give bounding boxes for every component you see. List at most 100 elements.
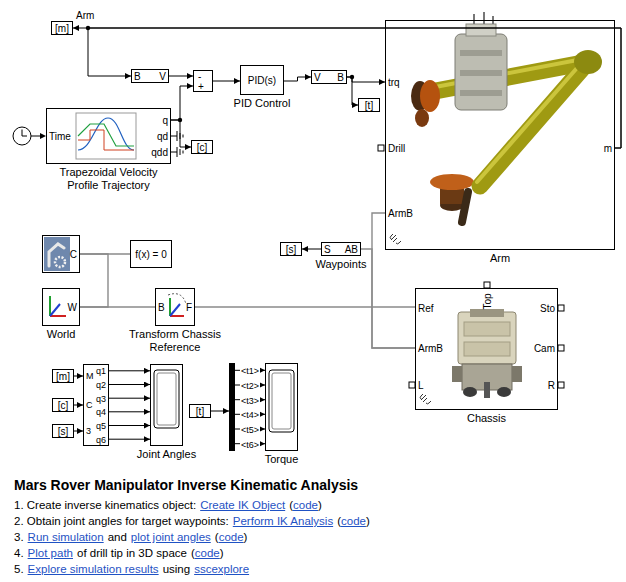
block-text: B bbox=[337, 72, 344, 83]
block-text: <t6> bbox=[240, 440, 260, 450]
note-text: 5. bbox=[14, 563, 24, 575]
signal-line bbox=[347, 77, 385, 82]
scope-block: Torque bbox=[265, 363, 298, 451]
block-text: C bbox=[70, 249, 77, 260]
physical-connection bbox=[195, 306, 415, 307]
block-text: q3 bbox=[96, 394, 106, 404]
terminator-symbol bbox=[180, 149, 181, 155]
note-text: 2. Obtain joint angles for target waypoi… bbox=[14, 515, 229, 527]
rover-chassis-illustration bbox=[452, 366, 462, 382]
rover-chassis-illustration bbox=[558, 345, 564, 351]
bus-block: VB bbox=[311, 70, 347, 84]
hyperlink: plot joint angles bbox=[131, 531, 211, 543]
terminator-symbol bbox=[171, 152, 177, 153]
robot-arm-illustration bbox=[460, 70, 502, 76]
signal-line bbox=[88, 28, 621, 148]
block-text: + bbox=[198, 81, 204, 92]
instruction-line: 2. Obtain joint angles for target waypoi… bbox=[14, 513, 614, 529]
clock-symbol bbox=[13, 127, 46, 145]
block-text: V bbox=[314, 72, 321, 83]
trajectory-plot-icon bbox=[76, 113, 136, 159]
block-text: [m] bbox=[56, 371, 70, 382]
scope-display bbox=[154, 370, 179, 428]
world-block: WWorld bbox=[42, 288, 80, 326]
signal-line bbox=[74, 376, 83, 377]
signal-line bbox=[109, 425, 150, 426]
scope-display bbox=[269, 370, 294, 432]
physical-connection bbox=[80, 306, 155, 307]
block-text: [t] bbox=[365, 100, 373, 111]
clock-symbol bbox=[22, 136, 27, 137]
from-tag: [c] bbox=[52, 398, 74, 412]
instruction-line: 4.Plot pathof drill tip in 3D space(code… bbox=[14, 545, 614, 561]
block-text: S bbox=[324, 244, 331, 255]
block-text: m bbox=[604, 143, 612, 154]
scope-display bbox=[157, 373, 176, 425]
block-text: <t4> bbox=[240, 410, 260, 420]
block-text: PID(s) bbox=[248, 75, 276, 86]
block-text: q2 bbox=[96, 380, 106, 390]
transform-block: BFTransform Chassis Reference bbox=[155, 288, 195, 326]
note-text: 4. bbox=[14, 547, 24, 559]
terminator-symbol bbox=[177, 131, 178, 141]
block-text: C bbox=[86, 400, 93, 410]
transform-icon bbox=[170, 304, 180, 316]
hyperlink: code bbox=[219, 531, 244, 543]
block-text: Trapezoidal Velocity Profile Trajectory bbox=[49, 166, 169, 192]
bus-selector-bar: <t1><t2><t3><t4><t5><t6> bbox=[229, 363, 235, 451]
block-text: Drill bbox=[388, 143, 405, 154]
block-text: [m] bbox=[55, 23, 69, 34]
hyperlink: Perform IK Analysis bbox=[233, 515, 333, 527]
terminator-symbol bbox=[171, 136, 177, 137]
signal-line bbox=[171, 86, 193, 120]
bus-block: BV bbox=[131, 69, 169, 83]
block-text: qdd bbox=[151, 147, 168, 158]
block-text: Joint Angles bbox=[137, 448, 196, 461]
rover-chassis-illustration bbox=[558, 382, 564, 388]
robot-arm-illustration bbox=[574, 50, 602, 74]
solver-config-icon bbox=[44, 237, 70, 271]
robot-arm-illustration bbox=[455, 34, 507, 110]
signal-line bbox=[169, 76, 193, 77]
block-text: B bbox=[158, 302, 165, 313]
hyperlink: Explore simulation results bbox=[28, 563, 159, 575]
robot-arm-illustration bbox=[378, 12, 602, 244]
block-text: World bbox=[47, 328, 76, 341]
note-text: 3. bbox=[14, 531, 24, 543]
block-text: q4 bbox=[96, 407, 106, 417]
signal-line bbox=[213, 81, 240, 82]
block-text: [c] bbox=[197, 142, 208, 153]
signal-label: Arm bbox=[76, 10, 94, 21]
waypoints-block: SABWaypoints bbox=[321, 242, 361, 256]
note-text: ) bbox=[220, 547, 224, 559]
robot-arm-illustration bbox=[415, 109, 429, 127]
rover-chassis-illustration bbox=[470, 309, 504, 317]
robot-arm-illustration bbox=[460, 90, 502, 96]
robot-arm-illustration bbox=[460, 50, 502, 56]
block-text: qd bbox=[157, 131, 168, 142]
block-text: M bbox=[86, 371, 94, 381]
robot-arm-illustration bbox=[390, 234, 401, 244]
note-text: using bbox=[163, 563, 191, 575]
signal-line bbox=[302, 249, 321, 250]
block-text: V bbox=[159, 71, 166, 82]
trajectory-block: TimeqqdqddTrapezoidal Velocity Profile T… bbox=[46, 108, 171, 164]
pid-block: PID(s)PID Control bbox=[240, 65, 284, 95]
signal-line bbox=[109, 384, 150, 385]
robot-arm-illustration bbox=[483, 12, 485, 24]
block-text: L bbox=[418, 380, 424, 391]
instruction-line: 5.Explore simulation resultsusingsscexpl… bbox=[14, 561, 614, 577]
block-text: <t2> bbox=[240, 381, 260, 391]
robot-arm-illustration bbox=[473, 14, 475, 24]
rover-chassis-illustration bbox=[464, 342, 510, 356]
signal-line bbox=[171, 120, 191, 147]
trajectory-plot-icon bbox=[78, 124, 134, 146]
terminator-symbol bbox=[183, 135, 184, 138]
block-text: W bbox=[68, 302, 77, 313]
signal-line bbox=[74, 405, 83, 406]
model-title: Mars Rover Manipulator Inverse Kinematic… bbox=[14, 476, 614, 494]
block-text: Top bbox=[481, 293, 492, 309]
block-text: [s] bbox=[286, 244, 297, 255]
